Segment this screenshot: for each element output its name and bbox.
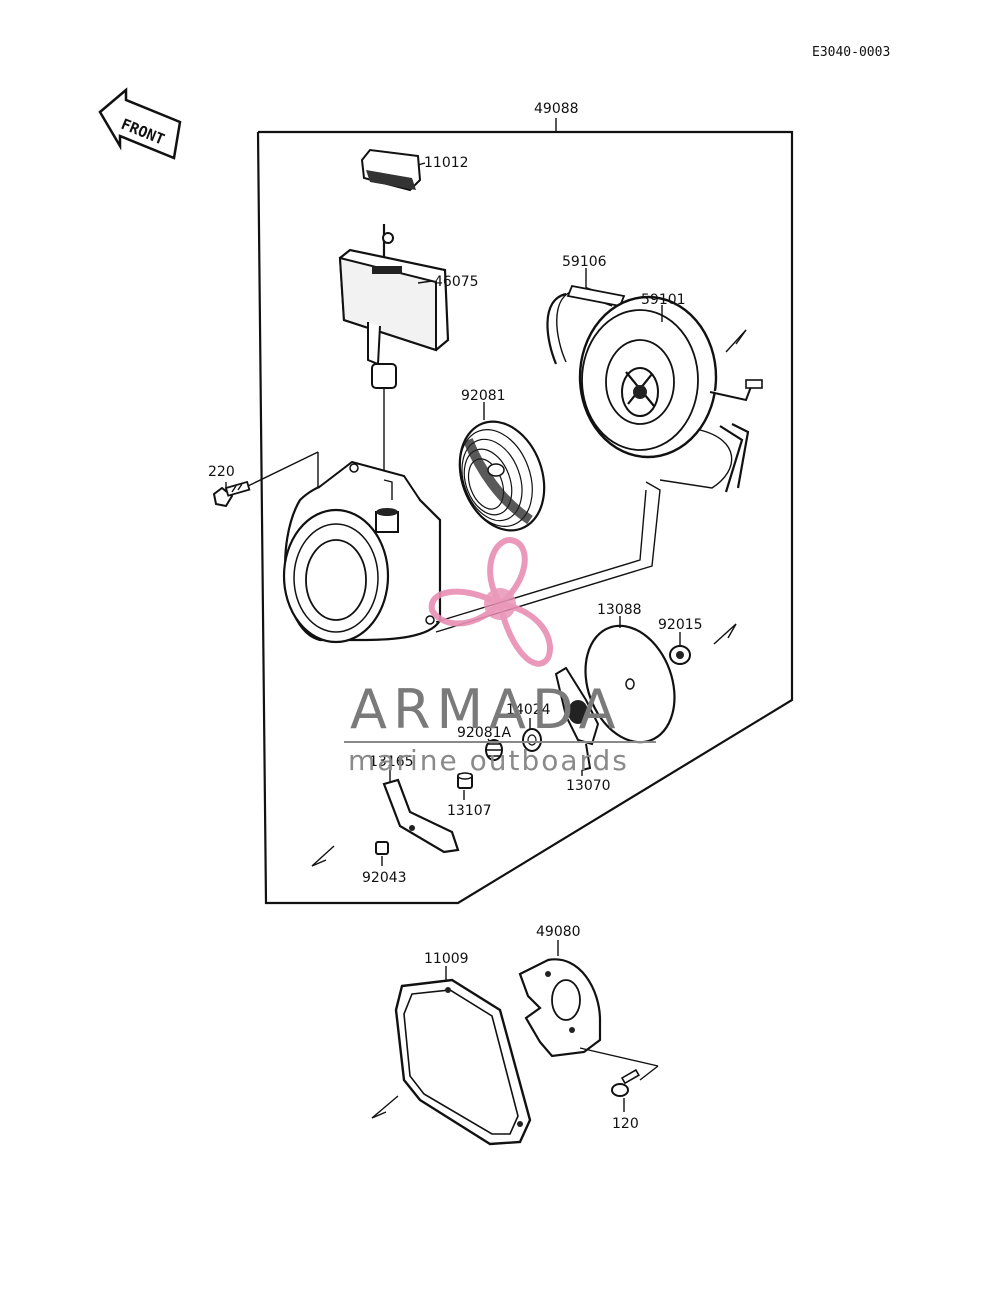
label-92043: 92043 [362,870,407,886]
label-92015: 92015 [658,617,703,633]
part-pin-92043 [375,841,389,855]
label-13107: 13107 [447,803,492,819]
part-guide-49080 [518,958,602,1058]
document-code: E3040-0003 [812,45,890,60]
part-nut-92015 [669,645,691,665]
label-13070: 13070 [566,778,611,794]
front-arrow-icon: FRONT [98,87,182,160]
part-gasket-11009 [394,978,532,1146]
part-arm-13165 [382,778,460,854]
assembly-boundary [256,118,794,905]
label-11012: 11012 [424,155,469,171]
watermark-title: ARMADA [350,678,622,741]
watermark-subtitle: marine outboards [348,744,629,777]
part-bushing-13107 [457,772,473,789]
part-spring-92081 [458,420,546,532]
part-spring-59106 [546,284,626,365]
part-handle-46075 [338,224,450,520]
label-59106: 59106 [562,254,607,270]
part-cap-11012 [360,148,426,192]
label-220: 220 [208,464,235,480]
label-92081a: 92081A [457,725,512,741]
watermark-logo [428,536,553,667]
label-92081: 92081 [461,388,506,404]
part-spring-92081a [485,739,503,761]
part-ratchet-13070 [554,666,600,771]
part-plate-13088 [584,624,676,744]
label-49080: 49080 [536,924,581,940]
part-screw-120 [611,1068,640,1097]
label-14024: 14024 [506,702,551,718]
part-reel-59101 [578,295,763,493]
label-120: 120 [612,1116,639,1132]
propeller-icon [428,536,553,667]
label-13088: 13088 [597,602,642,618]
part-housing [282,460,442,644]
label-13165: 13165 [369,754,414,770]
label-59101: 59101 [641,292,686,308]
part-bolt-220 [212,480,251,508]
label-46075: 46075 [434,274,479,290]
assembly-label: 49088 [534,101,579,117]
label-11009: 11009 [424,951,469,967]
